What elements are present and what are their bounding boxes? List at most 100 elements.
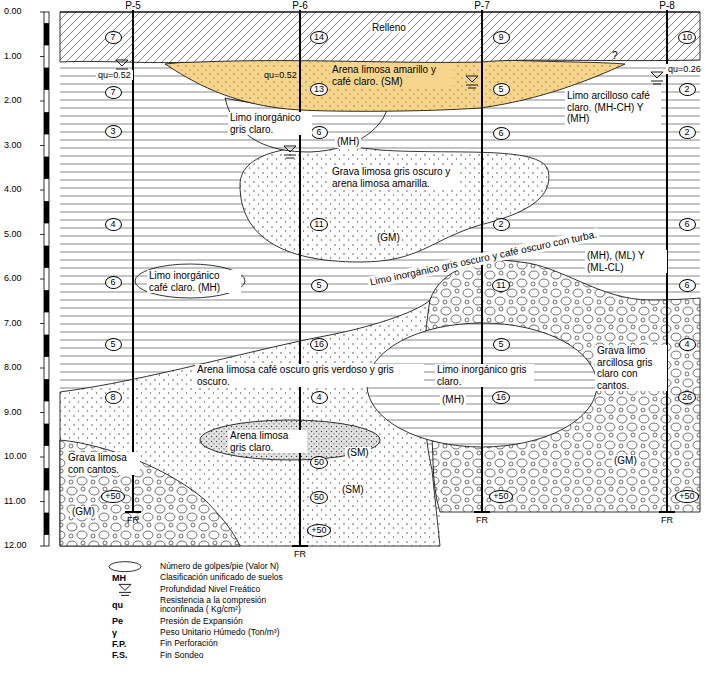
depth-label: 11.00: [4, 496, 26, 506]
depth-label: 5.00: [4, 229, 22, 239]
blow-count: 16: [310, 338, 328, 351]
legend-symbol-text: Pe: [112, 616, 123, 626]
soil-description: (MH), (ML) Y (ML-CL): [585, 250, 667, 273]
blow-count: 5: [105, 338, 122, 351]
soil-description: Arena limosa café oscuro gris verdoso y …: [195, 364, 424, 387]
scale-tick: [40, 323, 44, 324]
scale-segment: [44, 379, 49, 401]
blow-count: 13: [310, 83, 328, 96]
depth-label: 7.00: [4, 318, 22, 328]
soil-description: (GM): [375, 232, 402, 244]
blow-count: 6: [679, 218, 696, 231]
scale-tick: [40, 457, 44, 458]
soil-description: Arena limosa gris claro.: [228, 430, 307, 453]
soil-description: Limo inorgánico café claro. (MH): [147, 270, 241, 293]
scale-tick: [40, 101, 44, 102]
blow-count: 8: [105, 391, 122, 404]
borehole-name: P-6: [292, 0, 308, 12]
gravel-zone-left: [60, 440, 240, 546]
grey-sand-lens: [200, 420, 380, 460]
scale-segment: [44, 513, 49, 535]
legend-text: Fin Perforación: [160, 639, 310, 648]
borehole-lines: [125, 10, 675, 546]
scale-segment: [44, 290, 49, 312]
legend-text: Fin Sondeo: [160, 651, 310, 660]
depth-label: 12.00: [4, 540, 27, 550]
soil-description: (GM): [612, 455, 639, 467]
legend-text: Presión de Expansión: [160, 617, 310, 626]
blow-count: 4: [311, 391, 328, 404]
blow-count: 9: [493, 31, 510, 44]
qu-value: qu=0.52: [96, 70, 133, 80]
soil-description: Limo inorgánico gris claro.: [228, 112, 312, 135]
soil-description: (MH): [440, 394, 466, 406]
blow-count: 26: [678, 391, 696, 404]
blow-count: +50: [489, 490, 512, 503]
blow-count: 7: [105, 31, 122, 44]
yellow-sand-lens: [165, 57, 625, 111]
query-mark: ?: [612, 50, 618, 62]
legend-text: Profundidad Nivel Freático: [160, 585, 310, 594]
legend-text: Resistencia a la compresión inconfinada …: [160, 596, 310, 615]
blow-count: 16: [492, 391, 510, 404]
blow-count: 7: [105, 86, 122, 99]
depth-label: 10.00: [4, 451, 27, 461]
depth-label: 4.00: [4, 184, 22, 194]
depth-scale: [40, 12, 49, 546]
legend-symbol-text: qu: [112, 600, 123, 610]
legend-symbol-text: F.P.: [112, 639, 126, 649]
blow-count: 6: [311, 126, 328, 139]
legend-water-table: [119, 584, 131, 595]
legend-symbol-text: MH: [112, 573, 126, 583]
scale-tick: [40, 412, 44, 413]
depth-label: 2.00: [4, 95, 22, 105]
soil-description: (MH): [335, 136, 361, 148]
depth-label: 9.00: [4, 407, 22, 417]
blow-count: +50: [307, 524, 330, 537]
legend-text: Peso Unitario Húmedo (Ton/m³): [160, 628, 310, 637]
scale-tick: [40, 279, 44, 280]
end-marker: FR: [661, 515, 673, 525]
scale-segment: [44, 23, 49, 45]
ground-line: [60, 11, 700, 12]
depth-label: 1.00: [4, 51, 22, 61]
blow-count: 5: [493, 338, 510, 351]
scale-segment: [44, 68, 49, 90]
scale-segment: [44, 157, 49, 179]
soil-description: Limo inorgánico gris claro.: [435, 364, 534, 387]
blow-count: 50: [310, 456, 328, 469]
scale-bar: [44, 12, 49, 546]
qu-value: qu=0.52: [262, 70, 299, 80]
scale-tick: [40, 56, 44, 57]
soil-description: (SM): [340, 484, 366, 496]
scale-segment: [44, 468, 49, 490]
scale-segment: [44, 335, 49, 357]
scale-segment: [44, 201, 49, 223]
scale-segment: [44, 246, 49, 268]
blow-count: 2: [493, 218, 510, 231]
blow-count: 2: [679, 83, 696, 96]
soil-description: Grava limo arcillosa gris claro con cant…: [595, 345, 667, 391]
brown-silt-lens: [135, 264, 245, 298]
scale-tick: [40, 546, 44, 547]
borehole-name: P-5: [125, 0, 141, 12]
scale-tick: [40, 234, 44, 235]
soil-description: Relleno: [370, 22, 408, 34]
soil-description: Grava limosa gris oscuro y arena limosa …: [330, 166, 459, 189]
depth-label: 6.00: [4, 273, 22, 283]
soil-description: (GM): [70, 506, 97, 518]
soil-description: Limo arcilloso café claro. (MH-CH) Y (MH…: [565, 90, 661, 125]
blow-count: 10: [678, 31, 696, 44]
blow-count: +50: [675, 490, 698, 503]
end-marker: FR: [127, 515, 139, 525]
water-table-symbols: [116, 60, 663, 158]
blow-count: +50: [101, 490, 124, 503]
legend-symbol-text: γ: [112, 628, 117, 638]
qu-value: qu=0.26: [666, 64, 703, 74]
scale-tick: [40, 368, 44, 369]
blow-count: 6: [679, 279, 696, 292]
legend-text: Número de golpes/pie (Valor N): [160, 562, 310, 571]
legend-oval: [109, 562, 141, 572]
silt-ground: [60, 12, 700, 546]
